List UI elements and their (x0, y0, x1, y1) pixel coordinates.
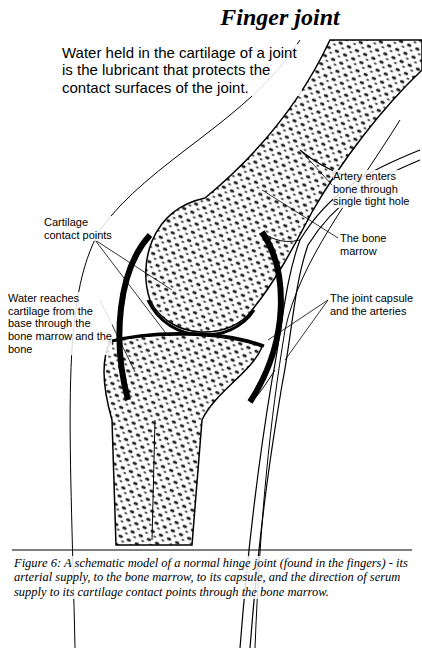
note-text: Water held in the cartilage of a joint i… (62, 44, 302, 96)
part-label: The joint capsule and the arteries (330, 292, 418, 317)
leader-line (95, 240, 172, 290)
artery-branch (262, 232, 300, 241)
part-label: Artery enters bone through single tight … (333, 170, 421, 208)
leader-line (268, 300, 328, 340)
marrow-vessel (152, 420, 155, 540)
leader-line (262, 190, 338, 238)
joint-capsule (250, 232, 281, 402)
figure-caption: Figure 6: A schematic model of a normal … (14, 556, 410, 599)
part-label: Cartilage contact points (44, 216, 120, 241)
caption-rule (12, 550, 412, 551)
part-label: The bone marrow (340, 232, 410, 257)
leader-line (302, 152, 332, 185)
lower-bone (104, 335, 262, 545)
leader-line (285, 300, 328, 360)
cartilage (108, 333, 264, 346)
cartilage (148, 300, 254, 335)
diagram-title: Finger joint (200, 4, 360, 32)
joint-capsule (119, 235, 150, 400)
artery-branch (250, 370, 275, 402)
part-label: Water reaches cartilage from the base th… (8, 292, 112, 355)
